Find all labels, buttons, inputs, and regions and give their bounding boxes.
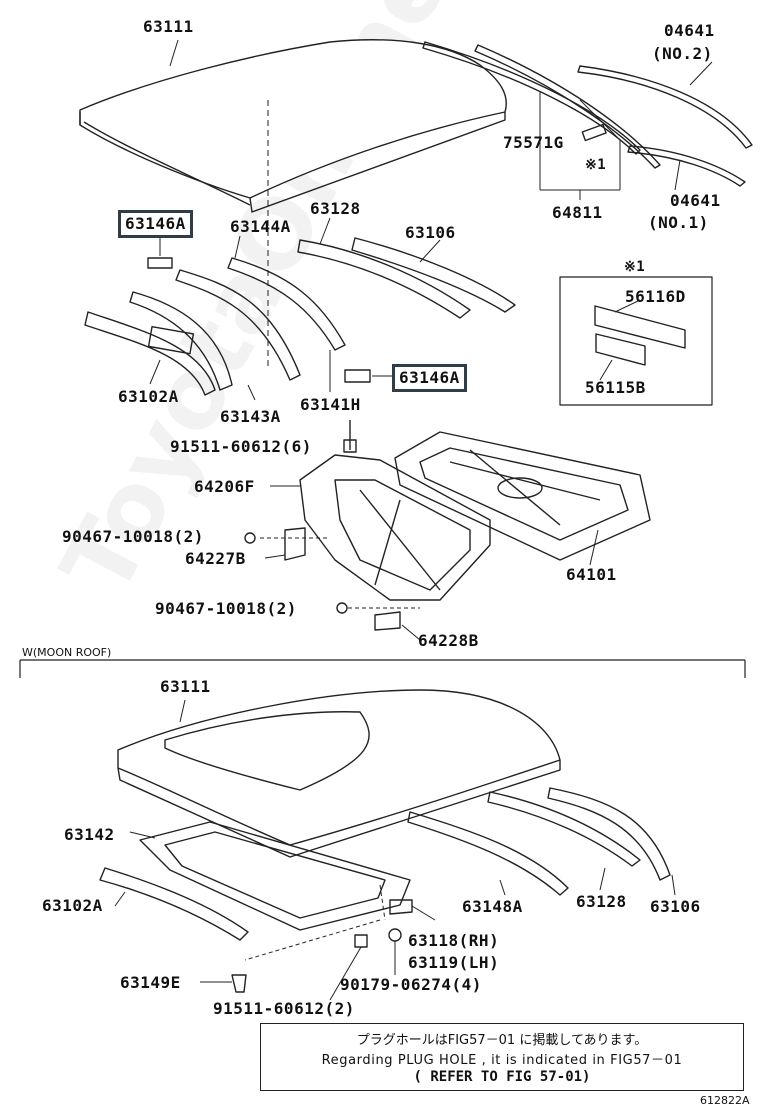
label-64101: 64101 <box>566 565 617 584</box>
label-63128-bot: 63128 <box>576 892 627 911</box>
label-04641-no1-sub: (NO.1) <box>648 213 709 232</box>
label-64228b: 64228B <box>418 631 479 650</box>
section-title-moonroof: W(MOON ROOF) <box>22 646 112 659</box>
label-63149e: 63149E <box>120 973 181 992</box>
label-63146a-highlighted-2[interactable]: 63146A <box>392 364 467 392</box>
label-56116d: 56116D <box>625 287 686 306</box>
reference-note-box: プラグホールはFIG57－01 に掲載してあります。 Regarding PLU… <box>260 1023 744 1091</box>
label-04641-no1: 04641 <box>670 191 721 210</box>
label-63118-rh: 63118(RH) <box>408 931 500 950</box>
label-90467-b: 90467-10018(2) <box>155 599 297 618</box>
label-04641-no2-sub: (NO.2) <box>652 44 713 63</box>
label-63106-bot: 63106 <box>650 897 701 916</box>
label-63141h: 63141H <box>300 395 361 414</box>
label-64227b: 64227B <box>185 549 246 568</box>
label-75571g: 75571G <box>503 133 564 152</box>
roof-moldings <box>422 41 753 187</box>
label-63111-top: 63111 <box>143 17 194 36</box>
label-63142: 63142 <box>64 825 115 844</box>
label-63128-top: 63128 <box>310 199 361 218</box>
roof-panel-top <box>79 39 507 213</box>
label-04641-no2: 04641 <box>664 21 715 40</box>
bolt-91511-top <box>343 420 357 453</box>
package-tray <box>394 431 651 561</box>
roof-reinforcements-bottom <box>99 787 671 941</box>
label-63119-lh: 63119(LH) <box>408 953 500 972</box>
reference-note-en: Regarding PLUG HOLE , it is indicated in… <box>321 1053 683 1068</box>
note-marker-2: ※1 <box>624 259 646 275</box>
label-64206f: 64206F <box>194 477 255 496</box>
clip-63146a <box>344 369 371 383</box>
label-91511-2: 91511-60612(2) <box>213 999 355 1018</box>
label-63106-top: 63106 <box>405 223 456 242</box>
label-63146a-highlighted[interactable]: 63146A <box>118 210 193 238</box>
bracket-64228b <box>374 611 401 631</box>
kit-box <box>559 276 713 406</box>
roof-reinforcements-top <box>84 237 516 396</box>
label-63143a: 63143A <box>220 407 281 426</box>
label-63102a-top: 63102A <box>118 387 179 406</box>
label-90467-a: 90467-10018(2) <box>62 527 204 546</box>
roof-panel-moonroof <box>117 689 561 858</box>
reference-fig-link[interactable]: ( REFER TO FIG 57-01) <box>413 1069 591 1085</box>
label-64811: 64811 <box>552 203 603 222</box>
reference-note-jp: プラグホールはFIG57－01 に掲載してあります。 <box>356 1033 648 1048</box>
label-56115b: 56115B <box>585 378 646 397</box>
label-63111-bot: 63111 <box>160 677 211 696</box>
label-63148a: 63148A <box>462 897 523 916</box>
note-marker-1: ※1 <box>585 157 607 173</box>
bracket-64227b <box>284 527 306 561</box>
back-panel <box>299 454 491 601</box>
sunroof-housing <box>139 821 411 931</box>
figure-code: 612822A <box>700 1094 750 1107</box>
label-90179: 90179-06274(4) <box>340 975 482 994</box>
label-91511-6: 91511-60612(6) <box>170 437 312 456</box>
label-63144a: 63144A <box>230 217 291 236</box>
label-63102a-bot: 63102A <box>42 896 103 915</box>
